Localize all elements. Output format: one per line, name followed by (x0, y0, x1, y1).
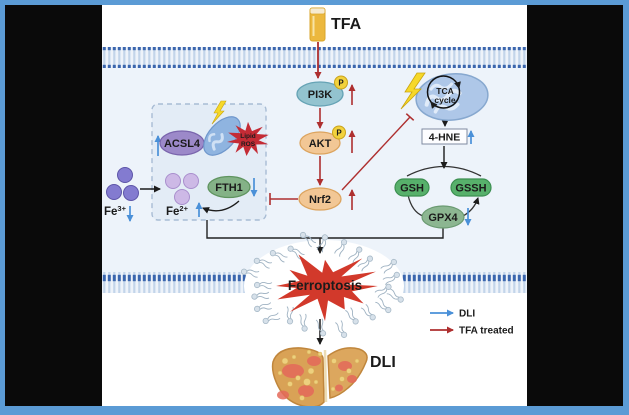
tfa-tube-icon (309, 7, 326, 42)
cell-membrane-bottom-right (397, 272, 527, 293)
gpx4-node (421, 205, 465, 229)
nrf2-inhibits-iron-module (269, 193, 298, 205)
liver-dli-label: DLI (370, 354, 396, 371)
gsh-gpx4-arc (407, 194, 424, 217)
legend-dli-label: DLI (459, 309, 475, 320)
pi3k-label: PI3K (308, 89, 333, 101)
akt-node (299, 131, 341, 155)
fe2-ions (165, 173, 199, 205)
pi3k-node (296, 81, 344, 107)
small-lightning-icon (211, 100, 227, 125)
lipid-ros-burst (227, 121, 269, 156)
fe3-label: Fe3+ (104, 204, 127, 218)
pi3k-phospho-label: P (338, 79, 344, 88)
tca-label-top: TCA (436, 86, 453, 96)
fe2-label: Fe2+ (166, 204, 189, 218)
acsl4-label: ACSL4 (164, 138, 201, 150)
diagram-panel: PI3K P AKT P Nrf2 (102, 5, 527, 408)
fth1-node (207, 175, 251, 199)
small-mitochondria-icon (203, 116, 241, 156)
pi3k-phospho-badge (334, 75, 348, 90)
figure-background: PI3K P AKT P Nrf2 (5, 5, 623, 408)
gsh-node (394, 178, 430, 197)
akt-phospho-badge (332, 125, 346, 140)
fth1-to-fe2-arrow (202, 200, 240, 214)
hne-label: 4-HNE (429, 132, 461, 144)
akt-phospho-label: P (336, 129, 342, 138)
legend-tfa-label: TFA treated (459, 326, 514, 337)
legend: DLI TFA treated (430, 309, 514, 337)
lipid-ros-label-bottom: ROS (241, 141, 256, 148)
tfa-label: TFA (331, 16, 362, 33)
akt-label: AKT (309, 138, 332, 150)
tca-label-bottom: cycle (434, 95, 456, 105)
lightning-icon (400, 72, 426, 110)
gsh-label: GSH (400, 183, 424, 195)
iron-module-box (151, 103, 267, 221)
cell-membrane-top (102, 47, 527, 68)
fth1-label: FTH1 (215, 182, 243, 194)
ferroptosis-burst (276, 254, 378, 322)
nrf2-node (298, 187, 342, 211)
tca-cycle-arrows (426, 75, 461, 109)
hne-box (421, 128, 468, 145)
gpx4-gssh-arc (462, 197, 480, 217)
nrf2-label: Nrf2 (309, 194, 331, 206)
gpx4-label: GPX4 (428, 212, 458, 224)
liver-icon (271, 347, 368, 408)
fe3-ions (106, 167, 139, 201)
pathway-diagram: PI3K P AKT P Nrf2 (102, 7, 527, 408)
gssh-label: GSSH (455, 183, 486, 195)
ferroptosis-label: Ferroptosis (288, 278, 362, 293)
gssh-node (450, 178, 492, 197)
lipid-ros-label-top: Lipid (240, 133, 256, 140)
nrf2-inhibits-tca (341, 113, 415, 191)
cell-membrane-bottom-left (102, 272, 256, 293)
